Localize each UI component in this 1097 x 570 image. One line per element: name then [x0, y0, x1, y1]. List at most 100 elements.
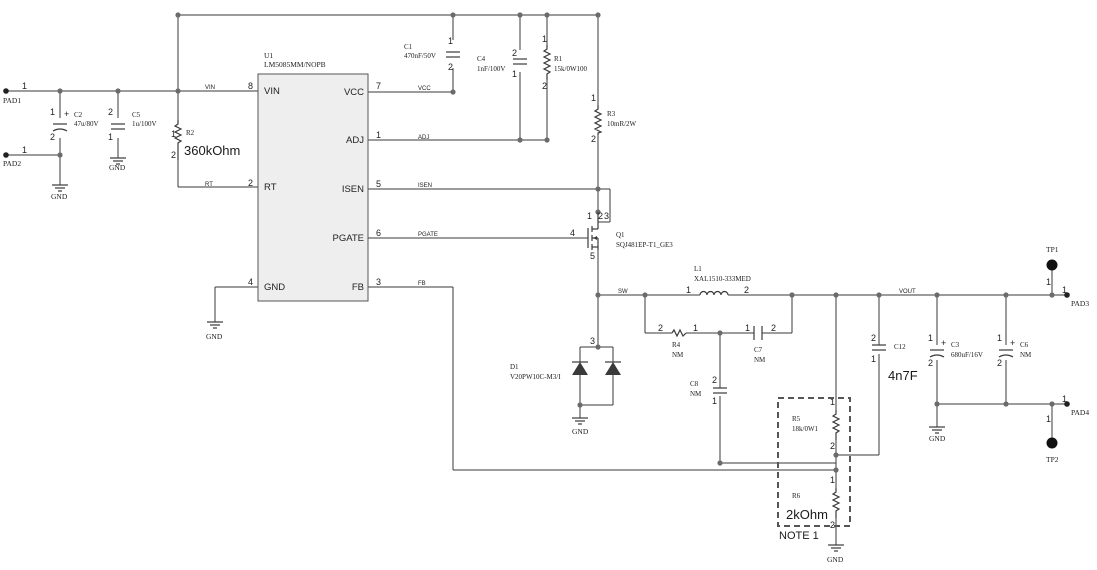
q1-pin1: 1 [587, 211, 592, 221]
c6-plus: + [1010, 338, 1015, 348]
cap-c4[interactable]: 2 1 C4 1nF/100V [477, 48, 527, 79]
c8-pin2: 2 [712, 375, 717, 385]
tp1-pin: 1 [1046, 277, 1051, 287]
pad-pad4[interactable]: 1 PAD4 [1062, 394, 1089, 417]
pad-pad2[interactable]: 1 PAD2 [3, 145, 27, 168]
u1-pin-fb: FB [352, 282, 364, 293]
cap-c5[interactable]: C5 1u/100V 2 1 [108, 107, 157, 142]
net-vout: VOUT [899, 289, 916, 295]
pad4-pin: 1 [1062, 394, 1067, 404]
r1-pin2: 2 [542, 81, 547, 91]
q1-pin3: 3 [604, 211, 609, 221]
resistor-r1[interactable]: 1 2 R1 15k/0W100 [542, 34, 588, 91]
pad2-pin: 1 [22, 145, 27, 155]
r5-pin1: 1 [830, 397, 835, 407]
pad2-label: PAD2 [3, 159, 21, 168]
r3-pin2: 2 [591, 134, 596, 144]
gnd-pad2: GND [51, 184, 68, 201]
tp2-pin: 1 [1046, 414, 1051, 424]
resistor-r5[interactable]: 1 2 R5 18k/0W1 [792, 397, 841, 451]
junction-dots [57, 12, 1055, 473]
c4-ref: C4 [477, 55, 486, 63]
resistor-r2[interactable]: 1 2 R2 [171, 120, 195, 160]
pad-pad1[interactable]: 1 PAD1 [3, 81, 27, 105]
note-1-label: NOTE 1 [779, 530, 819, 542]
resistor-r3[interactable]: 1 2 R3 10mR/2W [591, 93, 637, 144]
u1-pin-isen: ISEN [342, 184, 364, 195]
r4-pin1: 1 [693, 323, 698, 333]
ic-u1[interactable]: U1 LM5085MM/NOPB VIN RT GND VCC ADJ ISEN… [248, 51, 381, 302]
pad1-pin: 1 [22, 81, 27, 91]
diode-d1[interactable]: 3 D1 V20PW10C-M3/I [510, 336, 621, 381]
pad3-label: PAD3 [1071, 299, 1089, 308]
gnd-label-4: GND [572, 427, 589, 436]
net-isen: ISEN [418, 183, 432, 189]
u1-pinnum-1: 1 [376, 130, 381, 140]
c12-value-annotation: 4n7F [888, 368, 918, 383]
r3-pin1: 1 [591, 93, 596, 103]
net-sw: SW [618, 289, 628, 295]
pad-pad3[interactable]: 1 PAD3 [1062, 285, 1089, 308]
testpoint-tp2[interactable]: TP2 1 [1046, 414, 1059, 464]
u1-pinnum-2: 2 [248, 178, 253, 188]
c5-pin2: 2 [108, 107, 113, 117]
c1-ref: C1 [404, 43, 413, 51]
c1-pin1: 1 [448, 36, 453, 46]
c2-value: 47u/80V [74, 120, 99, 128]
gnd-label-1: GND [51, 192, 68, 201]
note-dashed-box [777, 397, 851, 527]
net-vcc: VCC [418, 86, 431, 92]
net-pgate: PGATE [418, 232, 438, 238]
net-vin: VIN [205, 85, 215, 91]
r2-ref: R2 [186, 129, 195, 137]
c4-value: 1nF/100V [477, 65, 505, 73]
r3-ref: R3 [607, 110, 616, 118]
cap-c2[interactable]: + C2 47u/80V 1 2 [50, 107, 99, 142]
r1-value: 15k/0W100 [554, 65, 588, 73]
u1-pin-vin: VIN [264, 86, 280, 97]
c5-pin1: 1 [108, 132, 113, 142]
c5-ref: C5 [132, 111, 141, 119]
c7-ref: C7 [754, 346, 763, 354]
cap-c3[interactable]: + 1 2 C3 680uF/16V [928, 333, 983, 368]
c4-pin1: 1 [512, 69, 517, 79]
cap-c12[interactable]: 2 1 C12 [871, 333, 906, 364]
gnd-label-3: GND [206, 332, 223, 341]
c12-pin1: 1 [871, 354, 876, 364]
u1-part: LM5085MM/NOPB [264, 60, 326, 69]
c3-plus: + [941, 338, 946, 348]
c8-value: NM [690, 390, 702, 398]
r5-value: 18k/0W1 [792, 425, 819, 433]
u1-pinnum-3: 3 [376, 277, 381, 287]
q1-ref: Q1 [616, 231, 625, 239]
u1-pinnum-6: 6 [376, 228, 381, 238]
u1-pin-pgate: PGATE [333, 233, 365, 244]
c2-ref: C2 [74, 111, 83, 119]
testpoint-tp1[interactable]: TP1 1 [1046, 245, 1059, 287]
cap-c1[interactable]: 1 2 C1 470nF/50V [404, 36, 460, 72]
cap-c7[interactable]: 1 2 C7 NM [745, 323, 776, 364]
c3-ref: C3 [951, 341, 960, 349]
cap-c8[interactable]: 2 1 C8 NM [690, 375, 727, 406]
c3-pin1: 1 [928, 333, 933, 343]
r2-pin2: 2 [171, 150, 176, 160]
r5-ref: R5 [792, 415, 801, 423]
c2-pin2: 2 [50, 132, 55, 142]
cap-c6[interactable]: + 1 2 C6 NM [997, 333, 1032, 368]
gnd-d1: GND [572, 417, 589, 436]
c12-ref: C12 [894, 343, 906, 351]
c5-value: 1u/100V [132, 120, 157, 128]
resistor-r4[interactable]: 2 1 R4 NM [658, 323, 698, 359]
r2-value-annotation: 360kOhm [184, 143, 240, 158]
resistor-r6[interactable]: 1 2 R6 [792, 475, 841, 530]
gnd-r6: GND [827, 544, 844, 564]
r1-pin1: 1 [542, 34, 547, 44]
net-labels: VIN RT VCC ADJ ISEN PGATE FB SW VOUT [205, 85, 916, 295]
u1-pinnum-5: 5 [376, 179, 381, 189]
mosfet-q1[interactable]: 4 1 2 3 5 Q1 SQJ481EP-T1_GE3 [570, 211, 673, 261]
r5-pin2: 2 [830, 441, 835, 451]
gnd-label-2: GND [109, 163, 126, 172]
inductor-l1[interactable]: 1 2 L1 XAL1510-333MED [686, 265, 751, 296]
u1-pin-rt: RT [264, 182, 277, 193]
l1-pin2: 2 [744, 285, 749, 295]
